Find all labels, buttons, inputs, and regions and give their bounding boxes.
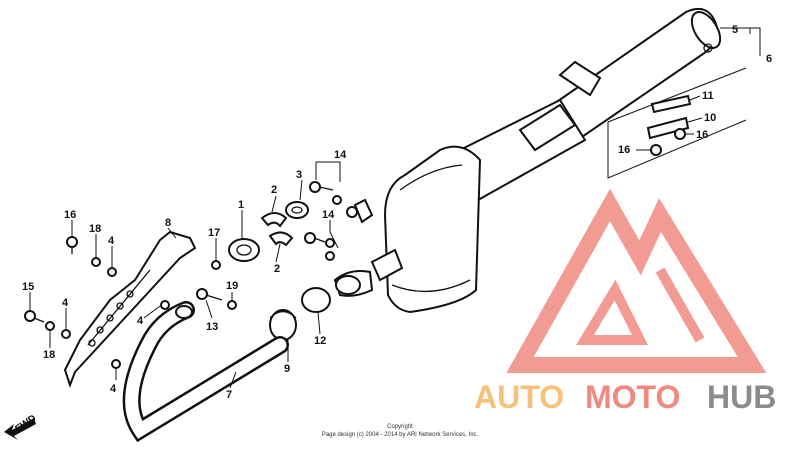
hanger-hardware: [607, 67, 747, 179]
callout-17: 17: [208, 227, 220, 239]
callout-9: 9: [284, 363, 290, 375]
callout-4: 4: [137, 315, 144, 327]
muffler-assembly: [333, 8, 722, 314]
callout-1: 1: [238, 199, 244, 211]
muffler-bracket: [63, 230, 197, 388]
callout-4: 4: [108, 235, 115, 247]
callout-15: 15: [22, 281, 34, 293]
watermark-auto: AUTO: [474, 379, 564, 415]
leader-lines: [29, 27, 761, 389]
callout-5: 5: [732, 24, 738, 36]
forward-arrow-icon: FWD: [4, 413, 38, 440]
callout-14: 14: [334, 149, 347, 161]
callout-numbers: 5 6 11 10 16 16 14 3 2 2 14 1 17 19 13 8…: [22, 24, 772, 401]
fwd-label: FWD: [13, 413, 38, 435]
callout-2: 2: [274, 263, 280, 275]
callout-8: 8: [165, 217, 171, 229]
exhaust-pipe: [122, 301, 289, 443]
callout-18: 18: [89, 223, 101, 235]
automotohub-logo-icon: [506, 188, 767, 373]
callout-16: 16: [618, 144, 630, 156]
callout-3: 3: [296, 169, 302, 181]
callout-18: 18: [43, 349, 55, 361]
copyright-line-2: Page design (c) 2004 - 2014 by ARI Netwo…: [322, 432, 479, 438]
callout-16: 16: [696, 129, 708, 141]
callout-19: 19: [226, 280, 238, 292]
callout-4: 4: [62, 297, 69, 309]
automotohub-wordmark: AUTO MOTO HUB: [474, 379, 776, 415]
callout-6: 6: [766, 53, 772, 65]
watermark-moto: MOTO: [585, 379, 680, 415]
copyright-notice: Copyright Page design (c) 2004 - 2014 by…: [322, 424, 479, 438]
callout-2: 2: [271, 184, 277, 196]
callout-16: 16: [64, 209, 76, 221]
callout-7: 7: [226, 389, 232, 401]
copyright-line-1: Copyright: [387, 424, 413, 430]
callout-14: 14: [322, 209, 335, 221]
callout-13: 13: [206, 321, 218, 333]
callout-10: 10: [704, 112, 716, 124]
callout-12: 12: [314, 335, 326, 347]
fasteners: [24, 181, 358, 369]
watermark-hub: HUB: [707, 379, 776, 415]
gaskets-and-clamps: [228, 201, 331, 341]
callout-11: 11: [702, 90, 714, 102]
callout-4: 4: [110, 383, 117, 395]
